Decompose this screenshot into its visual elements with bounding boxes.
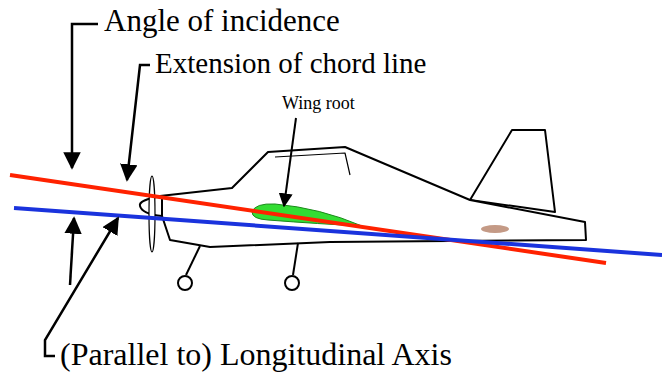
- cabin-window: [275, 153, 350, 175]
- callout-label: Wing root: [282, 94, 355, 114]
- main-wheel: [285, 276, 299, 290]
- fuselage: [160, 147, 586, 247]
- axis-leader: [45, 218, 118, 356]
- vertical-tail: [470, 130, 555, 212]
- nose-wheel: [178, 276, 192, 290]
- main-gear: [293, 243, 298, 275]
- nose-gear: [186, 246, 200, 275]
- callout-label: Extension of chord line: [155, 48, 426, 80]
- callout-label: Angle of incidence: [104, 4, 340, 38]
- angle-arrow: [70, 218, 74, 285]
- callout-label: (Parallel to) Longitudinal Axis: [60, 337, 452, 372]
- horizontal-stabilizer: [481, 225, 509, 233]
- wing-root-leader: [284, 118, 296, 206]
- chord-leader: [127, 65, 150, 180]
- angle-leader: [72, 24, 98, 168]
- propeller: [149, 176, 155, 252]
